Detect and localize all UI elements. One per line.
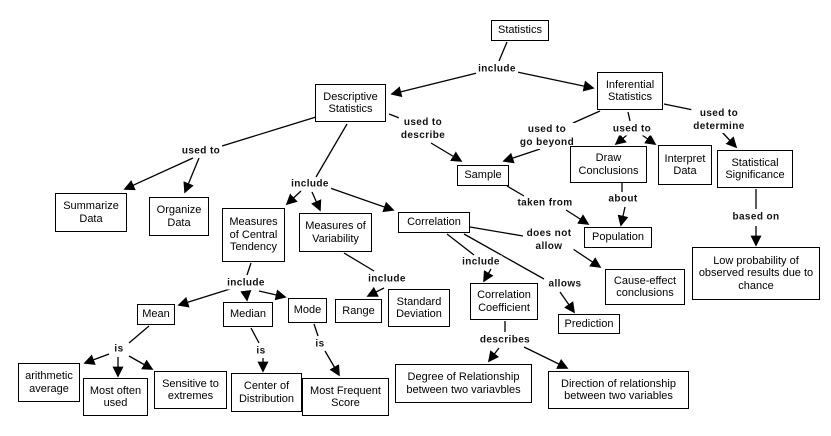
edge-usedtodescribe-sample [430, 142, 463, 162]
edge-include-mode [258, 289, 287, 301]
node-measures-central-tendency: Measures of Central Tendency [222, 208, 285, 262]
node-arithmetic-average: arithmetic average [18, 363, 80, 402]
edge-label-based-on: based on [730, 210, 782, 224]
edge-label-is-median: is [254, 344, 268, 358]
node-degree-of-relationship: Degree of Relationship between two varia… [395, 364, 532, 403]
edge-include-mov [311, 191, 322, 212]
node-sensitive-to-extremes: Sensitive to extremes [154, 371, 227, 409]
edge-label-include-mct: include [225, 276, 267, 290]
node-most-frequent-score: Most Frequent Score [302, 378, 389, 416]
edge-include-range [366, 286, 385, 297]
edge-label-used-to-go-beyond: used to go beyond [517, 123, 577, 149]
edge-label-used-to-determine: used to determine [691, 107, 747, 133]
edge-label-about: about [606, 192, 640, 206]
edge-inferential-usedto [627, 111, 631, 122]
edge-is-sensitive [128, 355, 154, 370]
edge-label-allows: allows [546, 277, 584, 291]
edge-label-include-correlation: include [460, 255, 502, 269]
edge-label-include-top: include [476, 62, 518, 76]
edge-label-is-mode: is [313, 337, 327, 351]
node-inferential-statistics: Inferential Statistics [597, 72, 663, 110]
edge-takenfrom-population [565, 209, 590, 225]
edge-correlation-doesnotallow [469, 226, 524, 237]
edge-mov-include [343, 252, 375, 272]
node-organize-data: Organize Data [149, 197, 209, 236]
edge-about-population [617, 206, 629, 227]
node-summarize-data: Summarize Data [55, 193, 127, 232]
edge-label-does-not-allow: does not allow [524, 227, 574, 253]
edge-usedto-summarize [123, 157, 194, 191]
edge-include-mean [177, 288, 231, 308]
node-correlation-coefficient: Correlation Coefficient [470, 283, 538, 320]
node-statistical-significance: Statistical Significance [717, 150, 793, 188]
edge-label-used-to-inferential: used to [610, 122, 654, 136]
edge-descriptive-include [315, 123, 348, 178]
edge-gobeyond-sample [502, 148, 541, 164]
node-interpret-data: Interpret Data [658, 145, 712, 185]
edge-median-is [250, 327, 260, 344]
edge-include-median [240, 289, 252, 302]
edge-include-inferential [516, 71, 595, 92]
edge-describes-direction [523, 346, 569, 369]
edge-sample-takenfrom [506, 185, 525, 197]
edge-mode-is [313, 323, 319, 337]
node-descriptive-statistics: Descriptive Statistics [315, 84, 386, 122]
edge-label-used-to-describe: used to describe [398, 116, 448, 142]
edge-include-mct [285, 190, 302, 206]
edge-label-include-mov: include [366, 272, 408, 286]
node-cause-effect-conclusions: Cause-effect conclusions [605, 269, 685, 305]
node-range: Range [335, 299, 382, 323]
edge-describes-degree [487, 347, 500, 363]
edge-is-arithmetic [83, 353, 110, 365]
edge-mean-is [128, 325, 150, 344]
node-mode: Mode [288, 298, 327, 323]
edge-correlation-include [446, 233, 475, 256]
node-most-often-used: Most often used [83, 378, 148, 416]
node-standard-deviation: Standard Deviation [388, 289, 450, 327]
edge-include-corrcoef [483, 268, 494, 283]
edge-mct-include [246, 262, 252, 276]
node-median: Median [223, 302, 273, 327]
edge-inferential-gobeyond [572, 110, 601, 124]
edge-label-used-to-left: used to [179, 144, 223, 158]
node-population: Population [584, 227, 652, 248]
node-draw-conclusions: Draw Conclusions [570, 146, 647, 183]
node-direction-of-relationship: Direction of relationship between two va… [548, 371, 689, 409]
node-prediction: Prediction [558, 314, 620, 334]
edge-label-taken-from: taken from [515, 196, 575, 210]
node-mean: Mean [137, 304, 175, 325]
node-center-of-distribution: Center of Distribution [231, 373, 302, 412]
edge-usedto-drawconclusions [614, 133, 628, 146]
edge-statistics-include [498, 41, 508, 62]
node-sample: Sample [457, 165, 509, 186]
edge-doesnotallow-causeeffect [572, 248, 602, 268]
edge-allows-prediction [559, 291, 575, 314]
node-statistics: Statistics [491, 20, 549, 41]
edge-label-is-mean: is [112, 342, 126, 356]
node-correlation: Correlation [398, 212, 470, 233]
edge-determine-statsignificance [721, 131, 738, 149]
node-low-probability: Low probability of observed results due … [692, 247, 820, 300]
edge-is-mostfrequent [324, 350, 340, 377]
node-measures-variability: Measures of Variability [299, 213, 372, 252]
edge-label-describes: describes [477, 333, 533, 347]
edge-include-correlation [329, 187, 395, 213]
edge-correlation-allows [463, 233, 545, 280]
edge-descriptive-usedto [221, 116, 317, 147]
edge-label-include-descriptive: include [289, 177, 331, 191]
edge-usedto-organize [183, 157, 200, 194]
edge-include-descriptive [390, 72, 478, 98]
edge-usedto-interpretdata [641, 134, 657, 145]
